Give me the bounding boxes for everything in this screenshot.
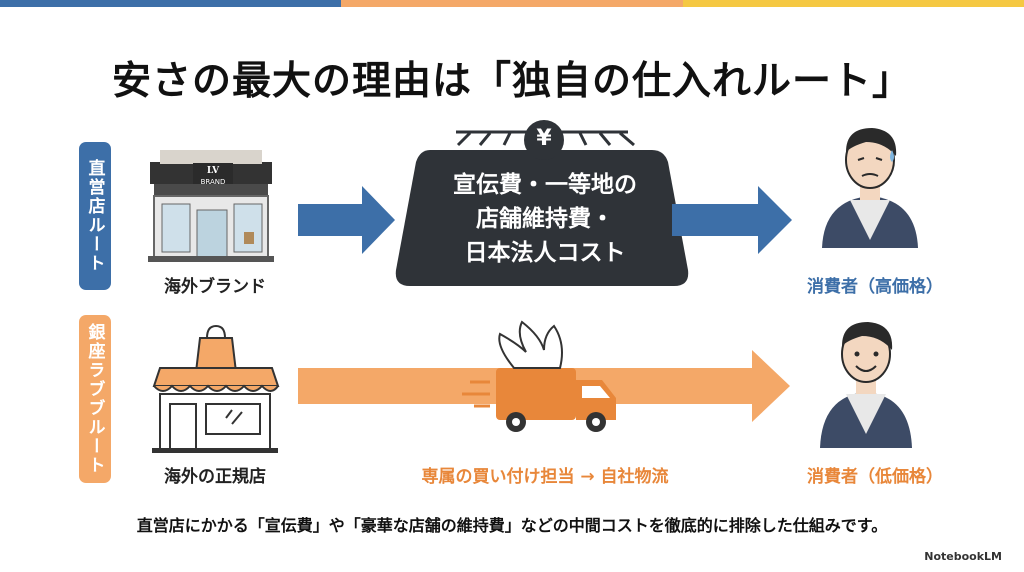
overseas-brand-label: 海外ブランド (164, 277, 266, 297)
consumer-low-price-label: 消費者（低価格） (807, 467, 943, 487)
consumer-worried-icon (822, 128, 918, 248)
notebooklm-logo: NotebookLM (924, 550, 1002, 563)
page-title: 安さの最大の理由は「独自の仕入れルート」 (111, 59, 912, 104)
cost-line-2: 店舗維持費・ (476, 206, 614, 232)
top-bar-orange (341, 0, 683, 7)
brand-sign-text: BRAND (201, 178, 226, 186)
yen-symbol: ¥ (536, 126, 552, 151)
route-label-direct: 直営店ルート (79, 142, 111, 290)
overseas-official-store-label: 海外の正規店 (164, 467, 266, 487)
consumer-high-price-label: 消費者（高価格） (807, 277, 943, 297)
blue-arrow-right (672, 186, 792, 254)
bottom-caption: 直営店にかかる「宣伝費」や「豪華な店舗の維持費」などの中間コストを徹底的に排除し… (136, 516, 888, 535)
cost-box-text: 宣伝費・一等地の 店舗維持費・ 日本法人コスト (410, 168, 680, 270)
cost-box (395, 120, 689, 286)
consumer-happy-icon (820, 322, 912, 448)
cost-line-1: 宣伝費・一等地の (453, 172, 637, 198)
top-color-bar (0, 0, 1024, 7)
route-label-ginza: 銀座ラブブルート (79, 315, 111, 483)
svg-text:LV: LV (207, 166, 220, 176)
buyer-logistics-label: 専属の買い付け担当 → 自社物流 (421, 467, 669, 487)
delivery-truck-icon (462, 320, 616, 432)
top-bar-yellow (682, 0, 1024, 7)
brand-store-icon: LV BRAND (148, 150, 274, 262)
blue-arrow-left (298, 186, 395, 254)
top-bar-blue (0, 0, 342, 7)
small-store-icon (152, 324, 280, 453)
cost-line-3: 日本法人コスト (464, 240, 626, 266)
